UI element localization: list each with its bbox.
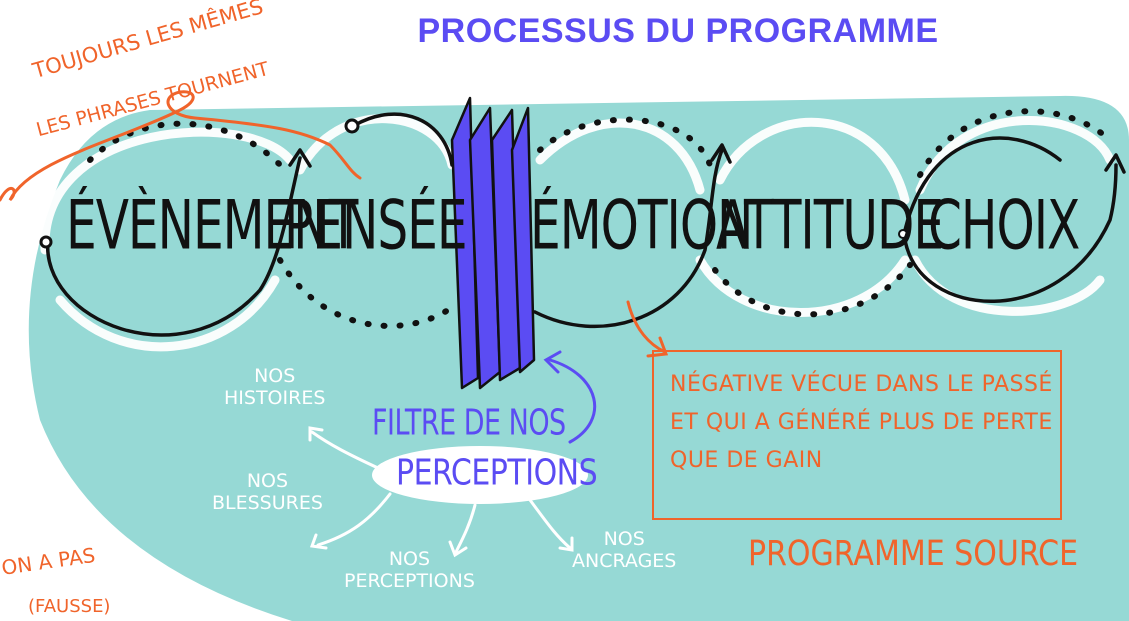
pensee-node <box>344 118 360 134</box>
emotion-box-line1: NÉGATIVE VÉCUE DANS LE PASSÉ <box>670 372 1053 397</box>
branch-histoires-line2: HISTOIRES <box>224 387 326 409</box>
filter-arrow-head <box>543 350 562 374</box>
emotion-pointer <box>626 300 667 354</box>
emotion-box-line3: QUE DE GAIN <box>670 448 823 473</box>
filter-arrow <box>548 358 597 444</box>
filter-title: FILTRE DE NOS <box>372 402 566 444</box>
branch-blessures-line2: BLESSURES <box>212 492 323 514</box>
orange-squiggle <box>0 90 362 202</box>
branch-histoires-line1: NOS <box>254 365 296 387</box>
emotion-box <box>652 350 1062 520</box>
start-node <box>39 235 53 249</box>
stage-evenement: ÉVÈNEMENT <box>66 186 358 265</box>
branch-ancrages-line2: ANCRAGES <box>572 550 677 572</box>
branch-blessures-line1: NOS <box>246 470 289 492</box>
page-title: PROCESSUS DU PROGRAMME <box>417 12 939 50</box>
perceptions-bubble <box>372 446 588 504</box>
branch-histoires: NOS HISTOIRES <box>224 365 325 409</box>
branch-ancrages-line1: NOS <box>603 528 645 550</box>
arc-arrowheads <box>288 143 1126 174</box>
emotion-pointer-head <box>646 336 669 358</box>
perceptions-bubble-text: PERCEPTIONS <box>396 452 598 494</box>
bottom-left-note-line2: (FAUSSE) <box>28 596 111 617</box>
branch-perceptions-line2: PERCEPTIONS <box>344 570 475 592</box>
program-source-label: PROGRAMME SOURCE <box>748 534 1079 575</box>
branch-perceptions-line1: NOS <box>388 548 431 570</box>
stage-pensee: PENSÉE <box>284 186 468 265</box>
branch-ancrages: NOS ANCRAGES <box>572 528 676 572</box>
stage-emotion: ÉMOTION <box>530 186 753 265</box>
solid-arcs <box>46 112 1118 337</box>
stage-attitude: ATTITUDE <box>716 186 944 265</box>
branch-perceptions: NOS PERCEPTIONS <box>344 548 475 592</box>
filter-panels <box>450 96 536 390</box>
emotion-box-text: NÉGATIVE VÉCUE DANS LE PASSÉ ET QUI A GÉ… <box>670 366 1053 480</box>
attitude-node <box>898 229 908 239</box>
branch-lines <box>308 426 574 558</box>
teal-background <box>28 95 1129 621</box>
branch-blessures: NOS BLESSURES <box>212 470 323 514</box>
dotted-arcs <box>87 108 1113 329</box>
emotion-box-line2: ET QUI A GÉNÉRÉ PLUS DE PERTE <box>670 410 1053 435</box>
stage-choix: CHOIX <box>928 186 1080 265</box>
